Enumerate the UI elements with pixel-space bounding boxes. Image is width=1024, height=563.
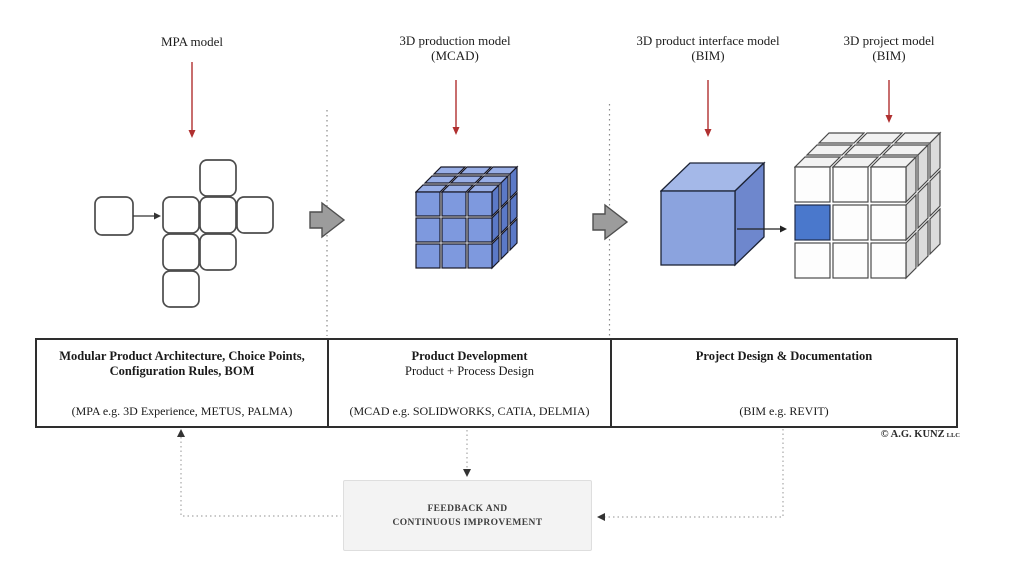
red-arrowheads bbox=[188, 115, 893, 138]
box-product-development-subtitle: Product + Process Design bbox=[405, 364, 534, 378]
label-3d-production-model-line2: (MCAD) bbox=[431, 48, 479, 63]
feedback-line1: FEEDBACK AND bbox=[427, 503, 508, 514]
mpa-satellite-square bbox=[94, 196, 134, 236]
label-mpa-model: MPA model bbox=[161, 34, 223, 49]
project-cube-front-face bbox=[794, 166, 907, 279]
mpa-connector-arrow bbox=[133, 212, 161, 220]
production-cube-3d bbox=[415, 165, 519, 270]
interface-cube-3d bbox=[660, 161, 766, 267]
block-arrow-2 bbox=[592, 203, 629, 241]
label-mpa-model-line1: MPA model bbox=[160, 34, 224, 49]
label-3d-project-model-line1: 3D project model bbox=[843, 33, 935, 48]
project-cube-highlighted-cubie bbox=[794, 204, 831, 241]
box-product-development-tools: (MCAD e.g. SOLIDWORKS, CATIA, DELMIA) bbox=[349, 404, 590, 418]
project-cube-3d bbox=[794, 131, 942, 280]
project-cube-top-face bbox=[794, 132, 942, 168]
copyright-llc-suffix: LLC bbox=[946, 432, 960, 439]
label-3d-product-interface-model: 3D product interface model (BIM) bbox=[636, 33, 779, 63]
label-3d-project-model: 3D project model (BIM) bbox=[844, 33, 935, 63]
copyright-text: © A.G. KUNZ bbox=[880, 429, 945, 440]
box-project-design-tools: (BIM e.g. REVIT) bbox=[739, 404, 829, 418]
box-project-design-title: Project Design & Documentation bbox=[695, 349, 873, 363]
box-project-design-documentation: Project Design & Documentation (BIM e.g.… bbox=[612, 340, 956, 426]
box-mpa-tools: (MPA e.g. 3D Experience, METUS, PALMA) bbox=[71, 404, 293, 418]
process-box-row: Modular Product Architecture, Choice Poi… bbox=[35, 338, 958, 428]
feedback-line2: CONTINUOUS IMPROVEMENT bbox=[392, 517, 543, 528]
label-3d-project-model-line2: (BIM) bbox=[872, 48, 906, 63]
red-pointer-arrows bbox=[191, 62, 890, 130]
label-3d-production-model: 3D production model (MCAD) bbox=[399, 33, 510, 63]
box-product-development-title: Product Development bbox=[411, 349, 528, 363]
block-arrow-1 bbox=[309, 201, 346, 239]
project-cube-side-face bbox=[905, 131, 941, 280]
box-modular-product-architecture: Modular Product Architecture, Choice Poi… bbox=[37, 340, 329, 426]
mpa-module-squares bbox=[94, 159, 274, 308]
mpa-module-diagram bbox=[94, 159, 274, 308]
label-3d-production-model-line1: 3D production model bbox=[399, 33, 511, 48]
production-cube-side-face bbox=[491, 165, 518, 270]
box-mpa-title: Modular Product Architecture, Choice Poi… bbox=[59, 349, 305, 378]
production-cube-front-face bbox=[415, 191, 493, 269]
feedback-box: FEEDBACK AND CONTINUOUS IMPROVEMENT bbox=[343, 480, 592, 551]
label-3d-product-interface-model-line1: 3D product interface model bbox=[636, 33, 780, 48]
box-product-development: Product Development Product + Process De… bbox=[329, 340, 612, 426]
label-3d-product-interface-model-line2: (BIM) bbox=[691, 48, 725, 63]
interface-cube-front-face bbox=[660, 190, 736, 266]
feedback-path-to-mpa-box bbox=[180, 437, 341, 517]
box-product-development-header: Product Development Product + Process De… bbox=[335, 349, 604, 379]
feedback-path-from-bim-box bbox=[605, 429, 784, 518]
